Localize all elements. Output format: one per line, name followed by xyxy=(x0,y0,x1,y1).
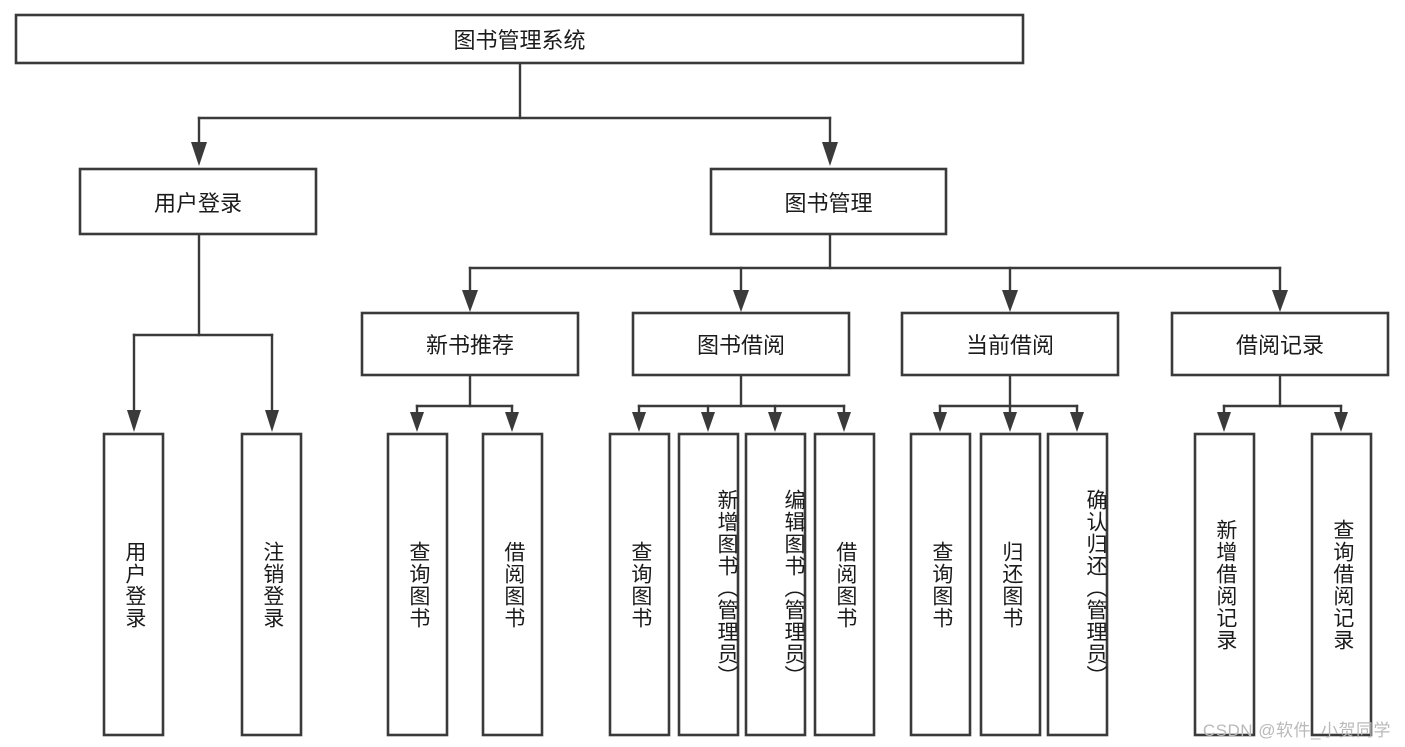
node-box-leaf-borrow-book-2[interactable] xyxy=(813,432,876,737)
arrowhead-root-to-user-login xyxy=(191,142,207,166)
arrowhead-new-book-to-leaf-1 xyxy=(410,412,424,432)
arrowhead-book-mgmt-to-records xyxy=(1272,290,1288,312)
edge-group-root xyxy=(191,61,838,166)
node-box-leaf-add-borrow-record[interactable] xyxy=(1193,432,1256,737)
node-box-book-borrow[interactable] xyxy=(631,311,851,377)
arrowhead-user-login-to-leaf-1 xyxy=(127,410,141,432)
node-box-leaf-borrow-book-1[interactable] xyxy=(481,432,544,737)
arrowhead-book-mgmt-to-current xyxy=(1002,290,1018,312)
node-box-leaf-edit-book-admin[interactable] xyxy=(744,432,807,737)
arrowhead-new-book-to-leaf-2 xyxy=(505,412,519,432)
node-box-leaf-query-borrow-record[interactable] xyxy=(1310,432,1373,737)
node-box-leaf-logout[interactable] xyxy=(240,432,303,737)
edge-group-book-mgmt xyxy=(462,232,1288,312)
arrowhead-records-to-leaf-1 xyxy=(1217,412,1231,432)
node-box-root[interactable] xyxy=(14,13,1025,65)
edge-group-user-login xyxy=(127,232,279,432)
arrowhead-borrow-to-leaf-4 xyxy=(837,412,851,432)
arrowhead-current-to-leaf-2 xyxy=(1003,412,1017,432)
node-box-current-borrow[interactable] xyxy=(900,311,1120,377)
arrowhead-current-to-leaf-3 xyxy=(1070,412,1084,432)
arrowhead-borrow-to-leaf-1 xyxy=(632,412,646,432)
node-box-leaf-confirm-return-admin[interactable] xyxy=(1046,432,1109,737)
edge-group-current xyxy=(933,373,1084,432)
node-box-new-book-recommend[interactable] xyxy=(360,311,580,377)
node-box-leaf-query-book-2[interactable] xyxy=(608,432,671,737)
arrowhead-book-mgmt-to-new-book xyxy=(462,290,478,312)
arrowhead-borrow-to-leaf-2 xyxy=(701,412,715,432)
edge-group-borrow xyxy=(632,373,851,432)
node-box-user-login[interactable] xyxy=(78,167,318,236)
node-box-borrow-records[interactable] xyxy=(1170,311,1390,377)
edge-group-new-book xyxy=(410,373,519,432)
node-box-leaf-return-book[interactable] xyxy=(979,432,1042,737)
arrowhead-borrow-to-leaf-3 xyxy=(768,412,782,432)
arrowhead-root-to-book-mgmt xyxy=(822,142,838,166)
node-box-book-management[interactable] xyxy=(709,167,948,236)
node-box-leaf-query-book-3[interactable] xyxy=(909,432,972,737)
arrowhead-records-to-leaf-2 xyxy=(1334,412,1348,432)
node-box-leaf-add-book-admin[interactable] xyxy=(677,432,740,737)
node-box-leaf-user-login[interactable] xyxy=(102,432,165,737)
edge-group-records xyxy=(1217,373,1348,432)
arrowhead-user-login-to-leaf-2 xyxy=(265,410,279,432)
watermark-text: CSDN @软件_小贺同学 xyxy=(1202,721,1391,740)
arrowhead-book-mgmt-to-borrow xyxy=(733,290,749,312)
arrowhead-current-to-leaf-1 xyxy=(933,412,947,432)
node-box-leaf-query-book-1[interactable] xyxy=(386,432,449,737)
